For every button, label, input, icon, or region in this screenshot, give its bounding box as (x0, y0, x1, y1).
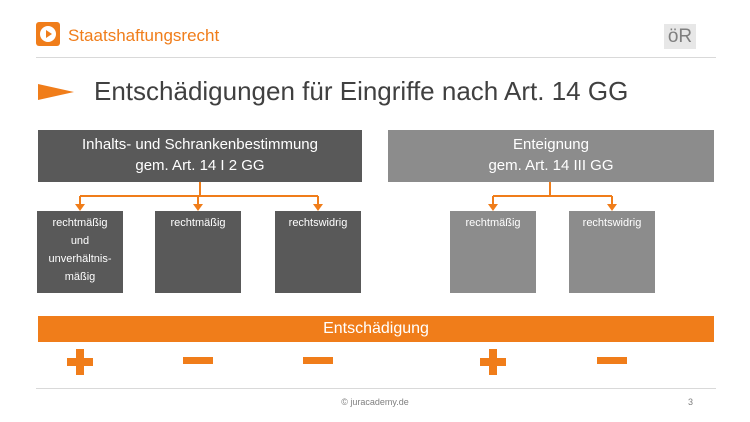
heading-enteignung: Enteignung gem. Art. 14 III GG (388, 130, 714, 182)
heading-inhalts-schrankenbestimmung: Inhalts- und Schrankenbestimmung gem. Ar… (38, 130, 362, 182)
slide-header: Staatshaftungsrecht öR (0, 0, 750, 58)
box-line: unverhältnis- (48, 253, 112, 265)
footer-copyright: © juracademy.de (341, 397, 409, 407)
box-rechtswidrig-left: rechtswidrig (275, 211, 361, 293)
subject-badge: öR (664, 24, 696, 49)
box-rechtmaessig-right: rechtmäßig (450, 211, 536, 293)
heading-line-2: gem. Art. 14 I 2 GG (135, 157, 265, 174)
box-line: rechtmäßig (52, 217, 108, 229)
box-label: rechtmäßig (170, 217, 226, 229)
title-arrow-icon (38, 84, 74, 100)
heading-line-2: gem. Art. 14 III GG (488, 157, 614, 174)
minus-icon (303, 357, 333, 364)
entschaedigung-bar: Entschädigung (38, 316, 714, 342)
box-rechtmaessig-unverhaeltnismaessig: rechtmäßig und unverhältnis- mäßig (37, 211, 123, 293)
plus-icon (480, 349, 506, 375)
play-icon (36, 22, 60, 46)
heading-line-1: Inhalts- und Schrankenbestimmung (82, 136, 318, 153)
box-label: rechtswidrig (288, 217, 348, 229)
minus-icon (183, 357, 213, 364)
box-line: mäßig (64, 271, 96, 283)
box-rechtmaessig-left: rechtmäßig (155, 211, 241, 293)
plus-icon (67, 349, 93, 375)
minus-icon (597, 357, 627, 364)
page-number: 3 (688, 397, 694, 407)
box-label: rechtmäßig (465, 217, 521, 229)
box-line: und (70, 235, 90, 247)
brand-title: Staatshaftungsrecht (68, 26, 220, 45)
slide-title: Entschädigungen für Eingriffe nach Art. … (94, 76, 629, 106)
box-rechtswidrig-right: rechtswidrig (569, 211, 655, 293)
header-divider (36, 57, 716, 58)
heading-line-1: Enteignung (513, 136, 589, 153)
footer-divider (36, 388, 716, 389)
box-label: rechtswidrig (582, 217, 642, 229)
